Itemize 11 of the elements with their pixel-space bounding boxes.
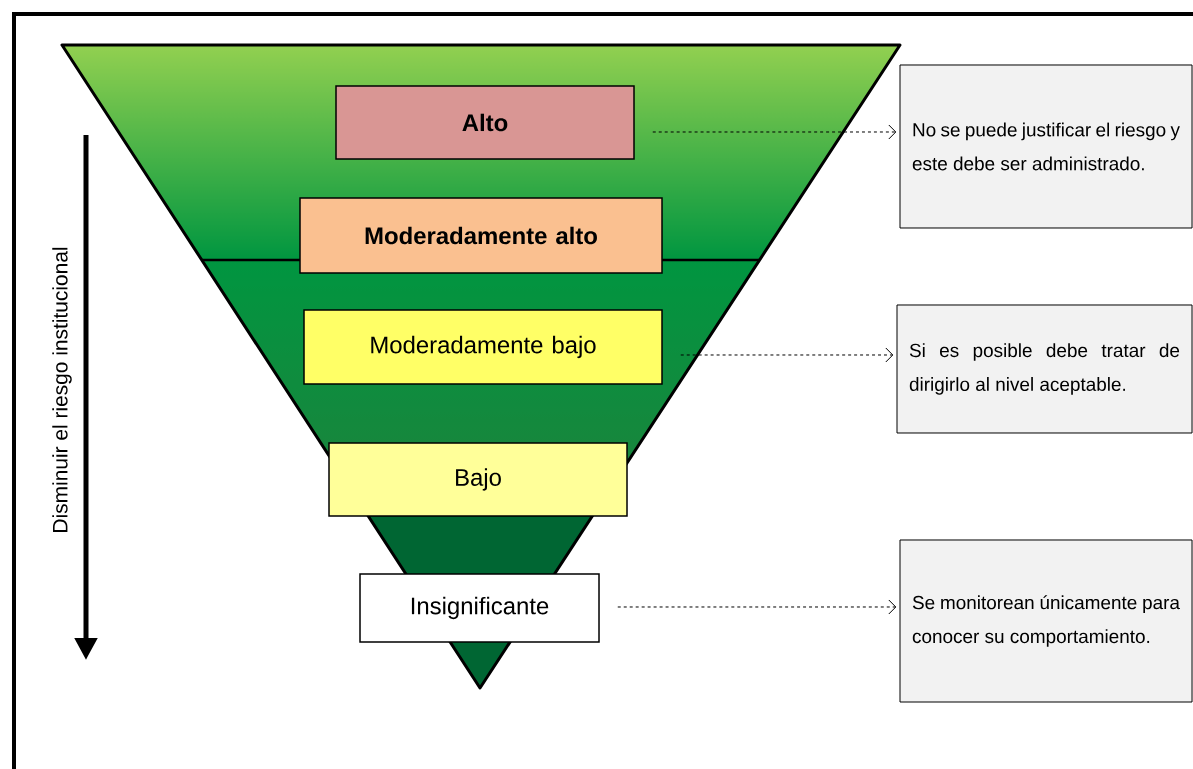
level-box: Bajo — [328, 442, 628, 517]
arrow — [652, 124, 897, 140]
level-box: Moderadamente alto — [299, 197, 663, 274]
note-box: Se monitorean únicamente para conocer su comportamiento. — [899, 539, 1193, 703]
level-box: Moderadamente bajo — [303, 309, 663, 385]
note-box: Si es posible debe tratar de dirigirlo al nivel aceptable. — [896, 304, 1193, 434]
level-box: Insignificante — [359, 573, 600, 643]
level-box: Alto — [335, 85, 635, 160]
axis-label: Disminuir el riesgo institucional — [52, 247, 72, 532]
note-box: No se puede justificar el riesgo y este debe ser administrado. — [899, 64, 1193, 229]
arrow — [617, 599, 897, 615]
